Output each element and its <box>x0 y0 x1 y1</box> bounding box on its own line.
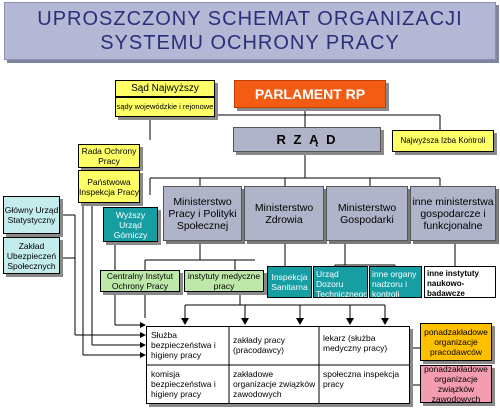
ministry-labour-box: Ministerstwo Pracy i Polityki Społecznej <box>163 186 242 241</box>
table-cell: komisja bezpieczeństwa i higieny pracy <box>151 369 216 399</box>
ministry-health-box: Ministerstwo Zdrowia <box>244 186 324 241</box>
wug-box: Wyższy Urząd Górniczy <box>103 207 158 242</box>
table-cell: lekarz (służba medyczny pracy) <box>323 333 388 353</box>
sady-wojewodzkie-box: sądy wojewódzkie i rejonowe <box>115 97 215 117</box>
chart-title: UPROSZCZONY SCHEMAT ORGANIZACJI SYSTEMU … <box>4 2 496 60</box>
table-grid <box>147 327 409 403</box>
table-cell: zakłady pracy (pracodawcy) <box>233 335 285 355</box>
ciop-box: Centralny Instytut Ochrony Pracy <box>100 270 180 292</box>
table-cell: społeczna inspekcja pracy <box>323 369 400 389</box>
inne-instytuty-box: inne instytuty naukowo-badawcze <box>424 266 496 298</box>
org-zwiazkow-box: ponadzakładowe organizacje związków zawo… <box>420 365 492 403</box>
rzad-box: R Z Ą D <box>233 127 381 152</box>
inne-organy-box: inne organy nadzoru i kontroli <box>369 266 422 298</box>
title-line-2: SYSTEMU OCHRONY PRACY <box>100 32 400 54</box>
table-cell: Służba bezpieczeństwa i higieny pracy <box>151 330 216 360</box>
sad-najwyzszy-box: Sąd Najwyższy <box>115 80 215 97</box>
org-pracodawcow-box: ponadzakładowe organizacje pracodawców <box>420 323 492 361</box>
title-line-1: UPROSZCZONY SCHEMAT ORGANIZACJI <box>37 8 463 30</box>
pip-box: Państwowa Inspekcja Pracy <box>78 170 140 203</box>
instytuty-medyczne-box: instytuty medyczne pracy <box>184 270 264 292</box>
ministry-economy-box: Ministerstwo Gospodarki <box>326 186 408 241</box>
table-cell: zakładowe organizacje związków zawodowyc… <box>233 369 316 399</box>
udt-box: Urząd Dozoru Technicznego <box>313 266 368 298</box>
ministry-other-box: inne ministerstwa gospodarcze i funkcjon… <box>410 186 496 241</box>
rada-ochrony-pracy-box: Rada Ochrony Pracy <box>78 144 140 168</box>
gus-box: Główny Urząd Statystyczny <box>3 196 60 234</box>
zus-box: Zakład Ubezpieczeń Społecznych <box>3 237 60 274</box>
workplace-table: Służba bezpieczeństwa i higieny pracy za… <box>146 326 410 404</box>
inspekcja-sanitarna-box: Inspekcja Sanitarna <box>267 266 312 298</box>
nik-box: Najwyższa Izba Kontroli <box>392 130 494 152</box>
parlament-box: PARLAMENT RP <box>234 80 386 108</box>
